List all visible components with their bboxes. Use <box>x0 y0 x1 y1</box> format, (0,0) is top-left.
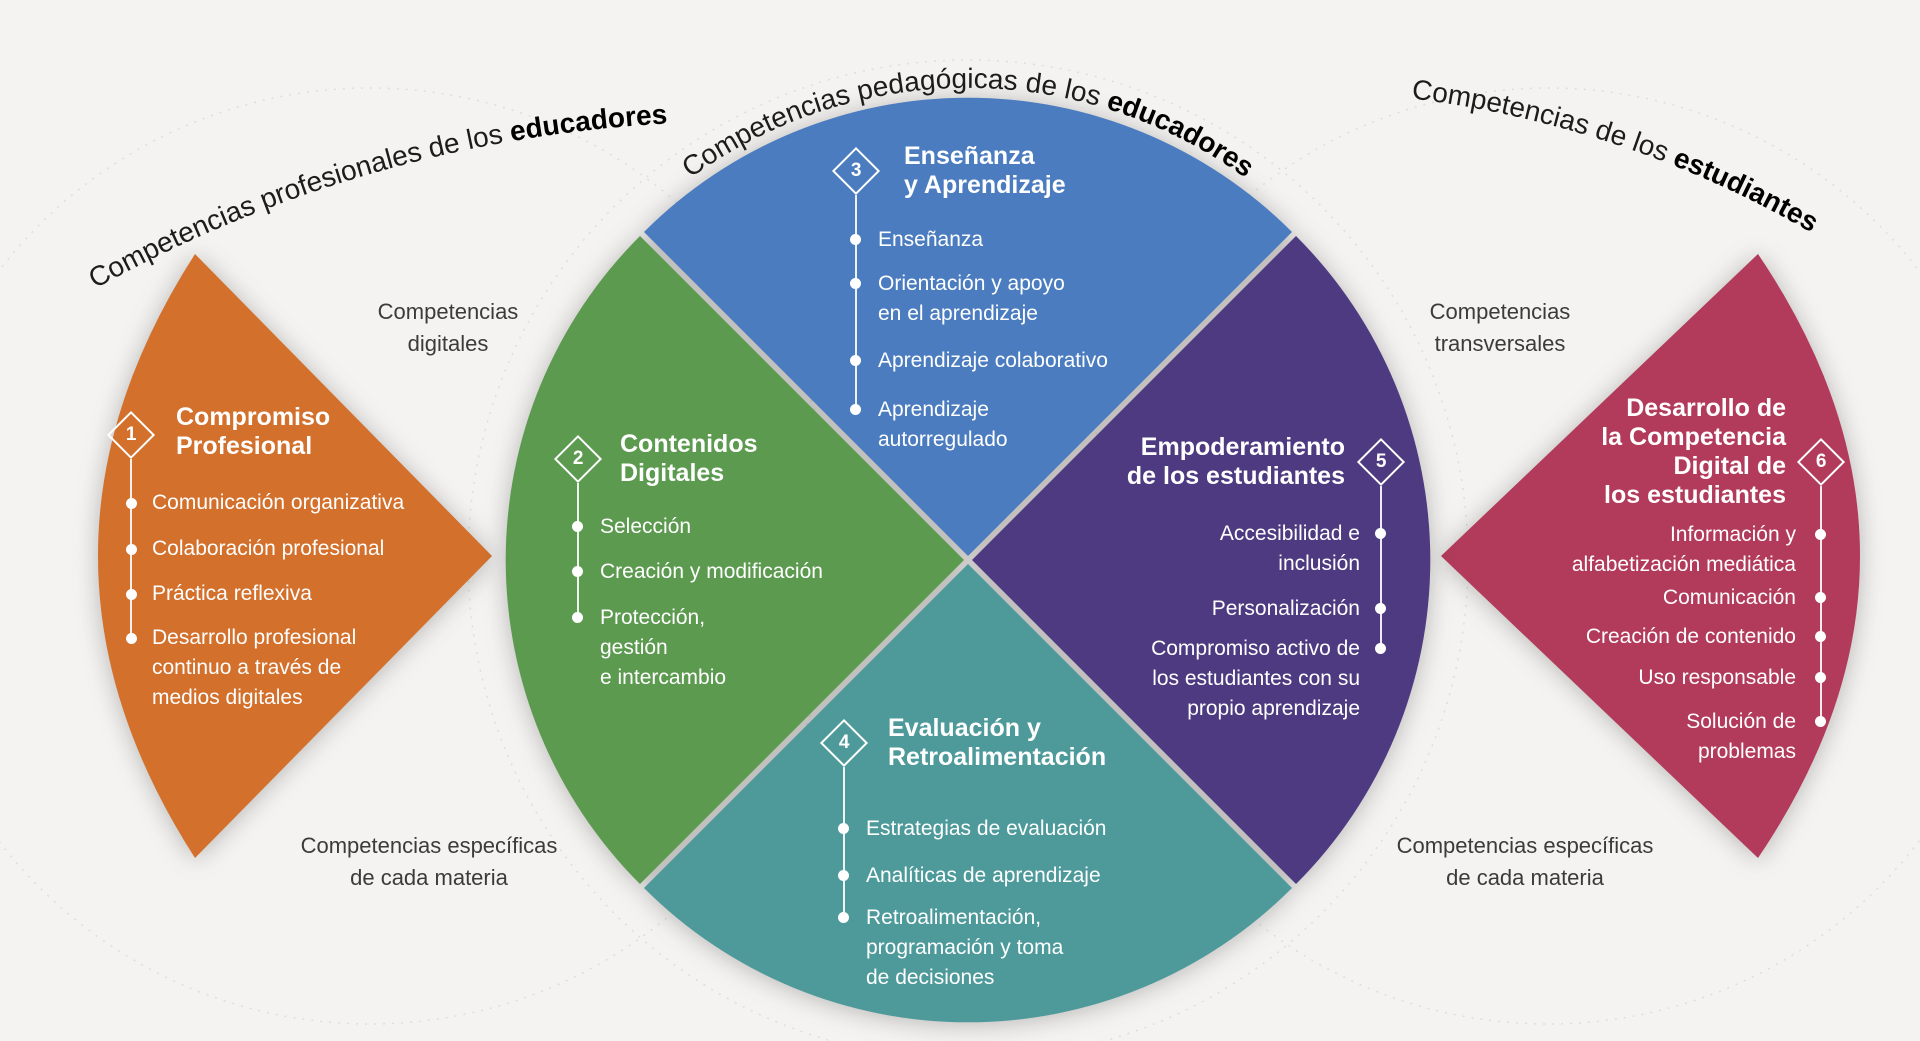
area-1-bullet-1 <box>126 498 137 509</box>
area-1-number: 1 <box>125 423 137 445</box>
area-2-item: Protección, gestión e intercambio <box>600 606 727 689</box>
label-subject-specific-left: Competencias específicas de cada materia <box>300 833 558 890</box>
area-1-item: Desarrollo profesional continuo a través… <box>152 626 357 709</box>
area-2-connector-line <box>577 483 579 618</box>
area-4-connector-line <box>843 767 845 918</box>
area-2-bullet-3 <box>572 612 583 623</box>
curved-header-left-regular: Competencias profesionales de los <box>83 117 512 294</box>
area-6-number: 6 <box>1815 450 1827 472</box>
quadrant-assessment-feedback <box>644 564 1292 1023</box>
curved-header-right-regular: Competencias de los <box>1410 74 1680 171</box>
area-3-bullet-4 <box>850 404 861 415</box>
area-6-item: Información y alfabetización mediática <box>1571 523 1796 576</box>
area-6-bullet-5 <box>1815 716 1826 727</box>
area-1-title: Compromiso Profesional <box>176 403 331 460</box>
label-transversal-competences: Competencias transversales <box>1429 299 1571 356</box>
label-digital-competences: Competencias digitales <box>377 299 519 356</box>
area-5-item: Personalización <box>1211 597 1360 620</box>
label-subject-specific-right: Competencias específicas de cada materia <box>1396 833 1654 890</box>
area-2-title: Contenidos Digitales <box>620 430 758 487</box>
guide-circle-right <box>1079 87 1920 1025</box>
area-3-bullet-1 <box>850 234 861 245</box>
area-1-item: Práctica reflexiva <box>152 582 312 605</box>
area-6-bullet-3 <box>1815 631 1826 642</box>
area-4-title: Evaluación y Retroalimentación <box>888 714 1107 771</box>
area-3-bullet-2 <box>850 278 861 289</box>
area-6-connector-line <box>1820 486 1822 722</box>
area-4-item: Estrategias de evaluación <box>866 817 1107 840</box>
area-3-number: 3 <box>850 159 862 181</box>
area-1-item: Comunicación organizativa <box>152 491 405 514</box>
area-3-item: Aprendizaje autorregulado <box>878 398 1008 451</box>
area-6-item: Uso responsable <box>1638 666 1796 689</box>
shape-learners-digital-competence <box>1441 254 1860 858</box>
curved-header-left: Competencias profesionales de los educad… <box>83 99 668 295</box>
area-3-item: Aprendizaje colaborativo <box>878 349 1108 372</box>
curved-header-right: Competencias de los estudiantes <box>1410 74 1823 238</box>
area-3-connector-line <box>855 195 857 410</box>
shape-professional-engagement <box>98 254 492 858</box>
area-4-bullet-3 <box>838 912 849 923</box>
area-5-item: Accesibilidad e inclusión <box>1219 522 1360 575</box>
quadrant-digital-contents <box>505 236 964 884</box>
area-5-connector-line <box>1380 486 1382 649</box>
area-4-bullet-2 <box>838 870 849 881</box>
area-1-item: Colaboración profesional <box>152 537 385 560</box>
area-2-bullet-1 <box>572 521 583 532</box>
area-2-item: Creación y modificación <box>600 560 823 583</box>
area-2-number: 2 <box>572 447 584 469</box>
area-6-bullet-1 <box>1815 529 1826 540</box>
area-5-title: Empoderamiento de los estudiantes <box>1126 433 1345 490</box>
area-6-item: Comunicación <box>1662 586 1796 609</box>
quadrant-empowering-learners <box>972 236 1431 884</box>
area-5-item: Compromiso activo de los estudiantes con… <box>1151 637 1360 720</box>
area-1-bullet-3 <box>126 589 137 600</box>
area-2-bullet-2 <box>572 566 583 577</box>
curved-header-right-bold: estudiantes <box>1669 142 1824 238</box>
area-5-bullet-2 <box>1375 603 1386 614</box>
area-4-item: Retroalimentación, programación y toma d… <box>866 906 1064 989</box>
area-3-title: Enseñanza y Aprendizaje <box>904 142 1066 199</box>
area-1-bullet-4 <box>126 633 137 644</box>
area-3-item: Enseñanza <box>878 228 984 251</box>
area-6-bullet-4 <box>1815 672 1826 683</box>
area-6-bullet-2 <box>1815 592 1826 603</box>
area-3-bullet-3 <box>850 355 861 366</box>
area-5-bullet-1 <box>1375 528 1386 539</box>
area-5-bullet-3 <box>1375 643 1386 654</box>
area-6-title: Desarrollo de la Competencia Digital de … <box>1601 394 1786 509</box>
area-4-number: 4 <box>838 731 850 753</box>
area-4-item: Analíticas de aprendizaje <box>866 864 1101 887</box>
area-1-bullet-2 <box>126 544 137 555</box>
area-6-item: Solución de problemas <box>1686 710 1796 763</box>
area-5-number: 5 <box>1375 450 1387 472</box>
quadrant-teaching-learning <box>644 97 1292 556</box>
area-4-bullet-1 <box>838 823 849 834</box>
area-3-item: Orientación y apoyo en el aprendizaje <box>878 272 1065 325</box>
area-6-item: Creación de contenido <box>1585 625 1796 648</box>
area-2-item: Selección <box>600 515 692 538</box>
curved-header-left-bold: educadores <box>507 99 668 148</box>
